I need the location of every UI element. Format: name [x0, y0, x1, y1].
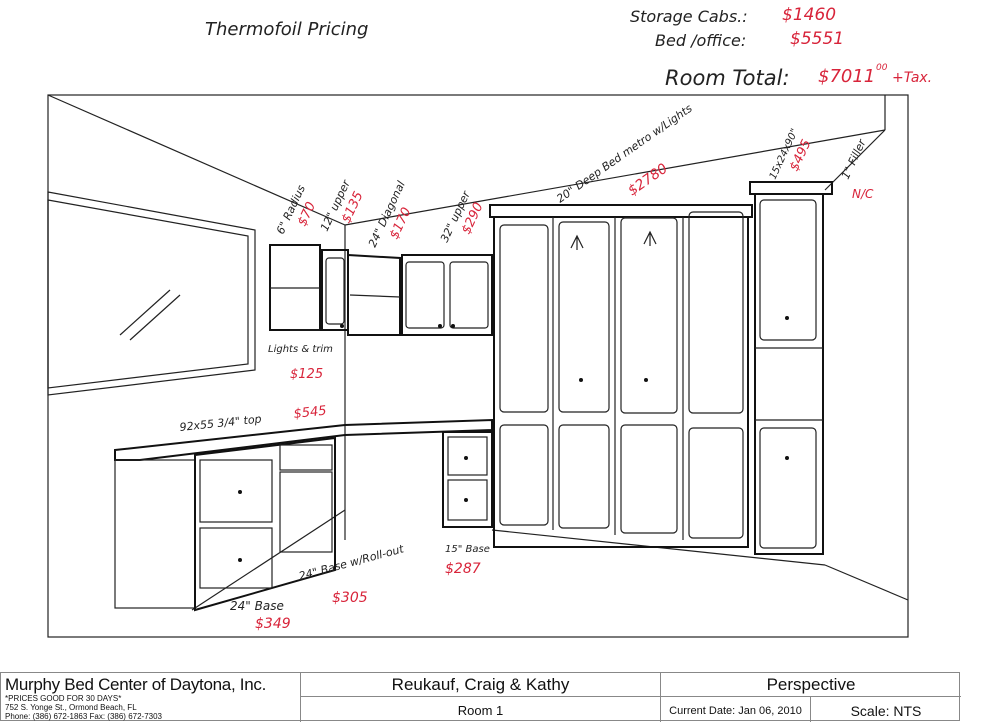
client-name: Reukauf, Craig & Kathy [301, 673, 661, 697]
view-type: Perspective [661, 673, 961, 697]
storage-cabinet [749, 181, 833, 555]
current-date: Current Date: Jan 06, 2010 [661, 697, 811, 722]
pricing-title: Thermofoil Pricing [205, 19, 369, 40]
annotation-price: N/C [852, 187, 874, 201]
tax-note: +Tax. [892, 70, 932, 86]
desk-counter [114, 418, 493, 612]
up-arrow-icon [643, 230, 657, 246]
storage-label: Storage Cabs.: [630, 7, 748, 26]
company-name: Murphy Bed Center of Daytona, Inc. [5, 675, 266, 694]
scale: Scale: NTS [850, 703, 922, 719]
up-arrow-icon [570, 234, 584, 250]
annotation-price: $349 [255, 616, 291, 632]
annotation-price: $545 [293, 404, 327, 422]
upper-cabinets [269, 244, 493, 336]
annotation-price: $305 [332, 590, 368, 606]
annotation-price: $125 [290, 367, 323, 382]
room-total-price: $7011 [818, 66, 875, 87]
cents: 00 [876, 63, 888, 73]
room-name: Room 1 [301, 697, 661, 722]
company-phone: Phone: (386) 672-1863 Fax: (386) 672-730… [5, 712, 162, 721]
annotation-label: 1" Filler [839, 136, 869, 181]
price-notice: *PRICES GOOD FOR 30 DAYS* [5, 694, 122, 703]
room-total-label: Room Total: [665, 66, 790, 90]
storage-price: $1460 [782, 5, 836, 25]
company-cell: Murphy Bed Center of Daytona, Inc. *PRIC… [1, 673, 301, 722]
murphy-bed-unit [489, 204, 753, 548]
window [47, 191, 256, 396]
annotation-label: 92x55 3/4" top [179, 412, 262, 434]
bed-office-price: $5551 [790, 29, 844, 49]
annotation-label: 24" Base w/Roll-out [297, 542, 405, 583]
annotation-label: 24" Base [230, 599, 284, 613]
annotation-price: $287 [445, 561, 481, 577]
title-block: Murphy Bed Center of Daytona, Inc. *PRIC… [0, 672, 961, 722]
bed-office-label: Bed /office: [655, 31, 746, 50]
annotation-label: 15" Base [445, 544, 490, 555]
annotation-label: 20" Deep Bed metro w/Lights [554, 102, 695, 206]
annotation-price: $2780 [625, 161, 671, 200]
company-address: 752 S. Yonge St., Ormond Beach, FL [5, 703, 137, 712]
annotation-label: Lights & trim [268, 344, 333, 355]
